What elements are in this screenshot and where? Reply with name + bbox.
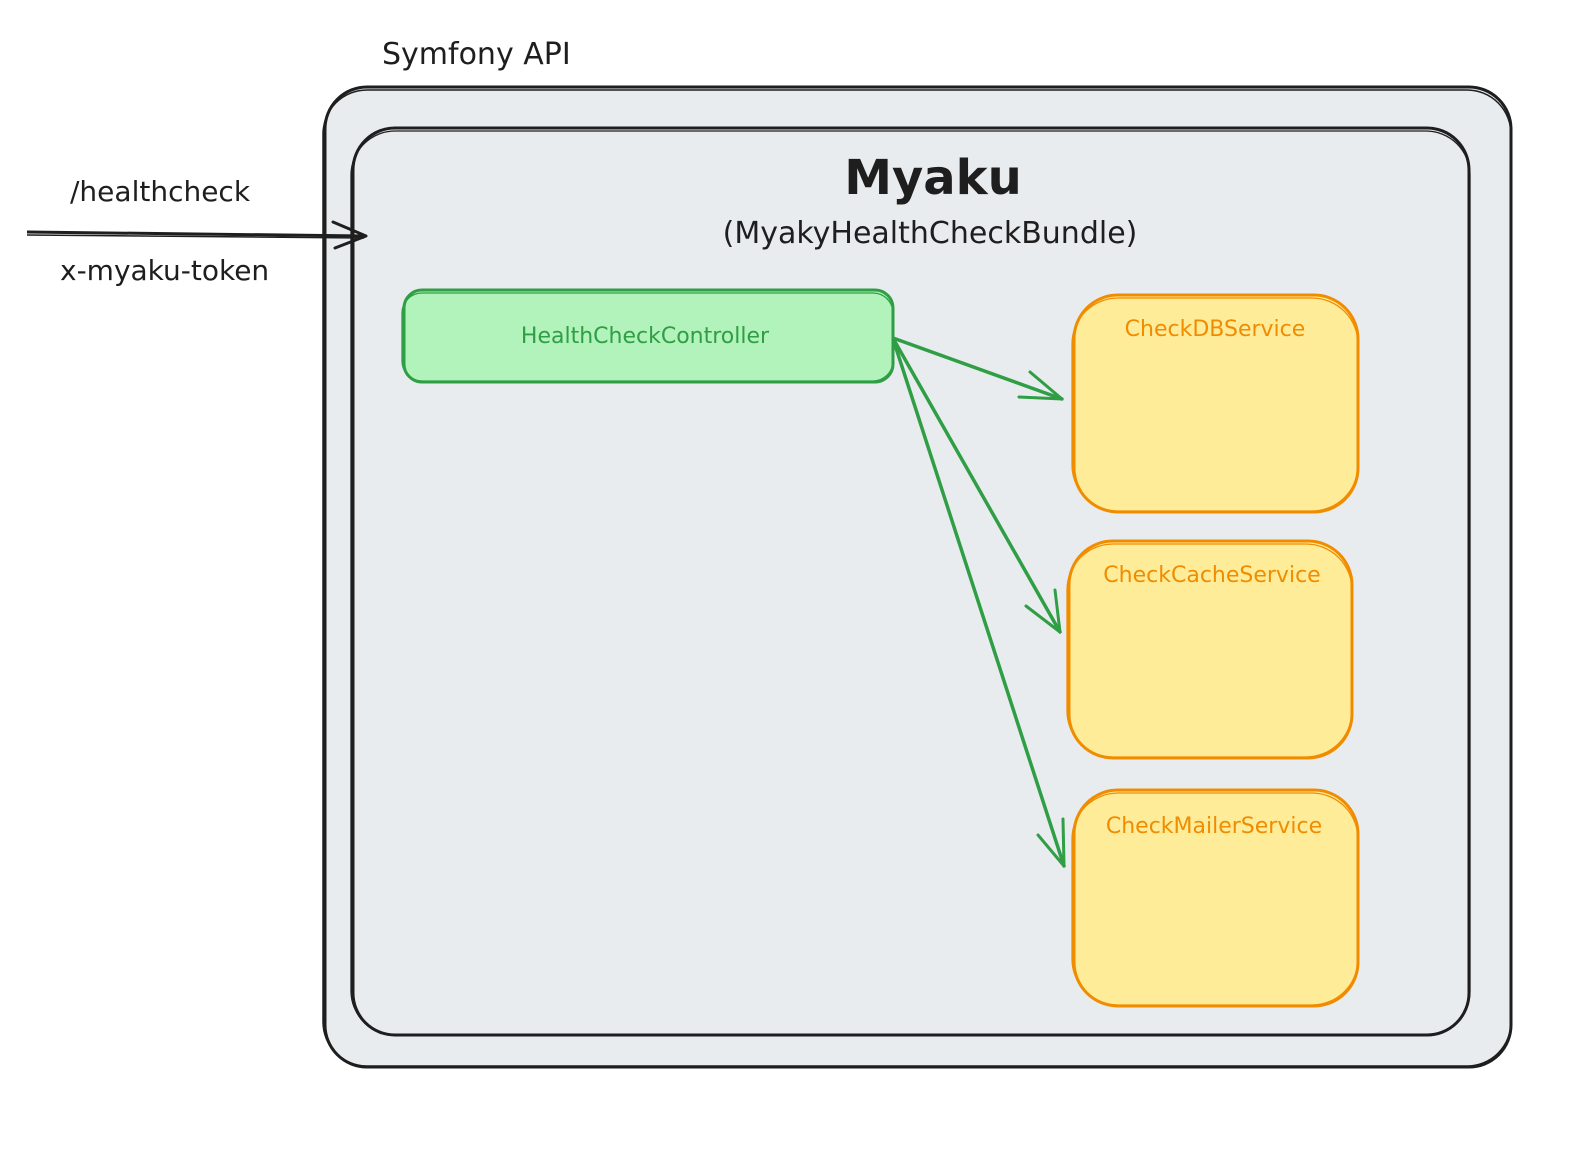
bundle-title: Myaku (844, 150, 1022, 206)
check-db-service-label: CheckDBService (1125, 317, 1306, 342)
health-check-controller-box (401, 288, 895, 384)
endpoint-label: /healthcheck (70, 175, 251, 208)
outer-box-label: Symfony API (382, 37, 571, 72)
check-cache-service-label: CheckCacheService (1103, 563, 1320, 588)
check-mailer-service-label: CheckMailerService (1106, 814, 1322, 839)
check-mailer-service-box (1071, 788, 1360, 1008)
controller-to-db-arrow (891, 336, 1064, 401)
controller-to-mailer-arrow (893, 343, 1066, 868)
token-header-label: x-myaku-token (60, 254, 269, 287)
check-cache-service-box (1066, 539, 1354, 760)
controller-label: HealthCheckController (521, 324, 770, 349)
check-db-service-box (1071, 293, 1360, 514)
request-arrow (26, 220, 368, 250)
bundle-subtitle: (MyakyHealthCheckBundle) (723, 216, 1138, 251)
controller-to-cache-arrow (892, 338, 1062, 634)
